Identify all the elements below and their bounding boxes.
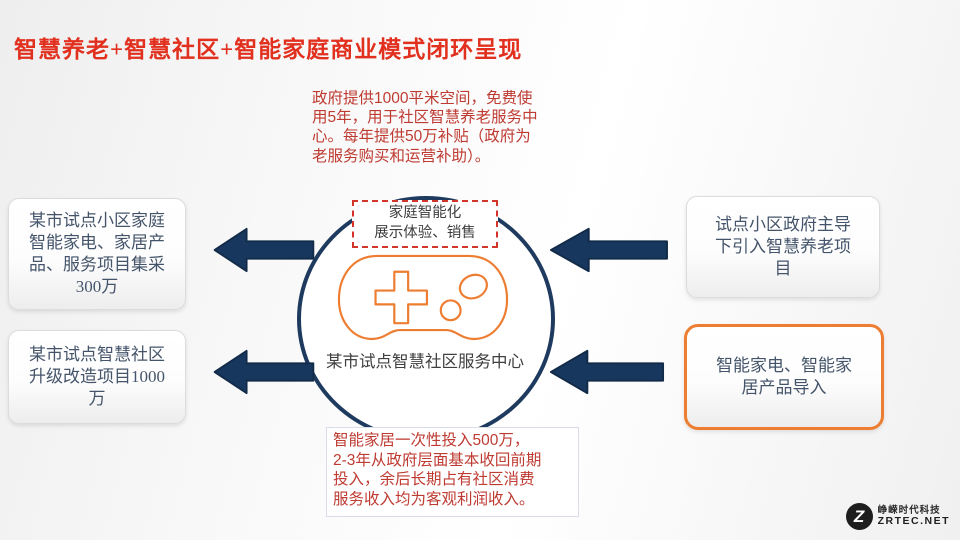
game-controller-icon xyxy=(334,250,512,346)
right-arrow-top-icon xyxy=(548,224,670,276)
node-right-product-import: 智能家电、智能家 居产品导入 xyxy=(684,324,884,430)
node-left-procurement: 某市试点小区家庭 智能家电、家居产 品、服务项目集采 300万 xyxy=(8,198,186,310)
right-arrow-bottom-icon xyxy=(548,346,666,398)
logo-z-icon: Z xyxy=(845,503,873,530)
investment-return-note: 智能家居一次性投入500万， 2-3年从政府层面基本收回前期 投入，余后长期占有… xyxy=(326,427,579,517)
company-logo: Z 峥嵘时代科技 ZRTEC.NET xyxy=(845,503,950,530)
home-intelligence-tag: 家庭智能化 展示体验、销售 xyxy=(352,200,498,248)
node-right-government-project: 试点小区政府主导 下引入智慧养老项 目 xyxy=(686,196,880,298)
left-arrow-top-icon xyxy=(212,224,316,276)
logo-domain: ZRTEC.NET xyxy=(877,514,950,527)
node-left-upgrade-project: 某市试点智慧社区 升级改造项目1000 万 xyxy=(8,330,186,424)
logo-company-name: 峥嵘时代科技 xyxy=(877,504,941,516)
left-arrow-bottom-icon xyxy=(212,346,316,398)
government-subsidy-note: 政府提供1000平米空间，免费使 用5年，用于社区智慧养老服务中 心。每年提供5… xyxy=(312,90,538,165)
slide-title: 智慧养老+智慧社区+智能家庭商业模式闭环呈现 xyxy=(14,37,523,62)
circle-caption: 某市试点智慧社区服务中心 xyxy=(326,352,524,371)
